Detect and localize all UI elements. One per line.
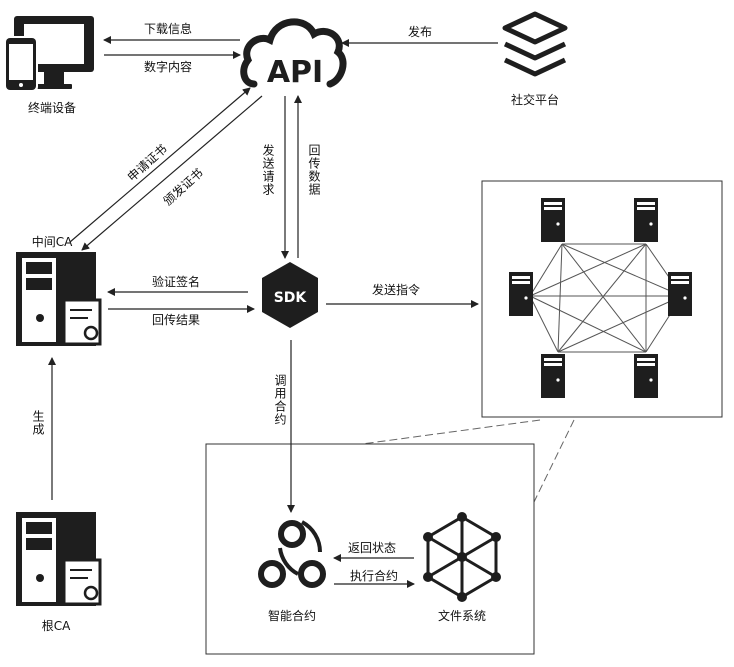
sdk-label: SDK: [274, 290, 308, 306]
dashed-connector-lines: [362, 420, 574, 502]
social-platform-label: 社交平台: [511, 92, 559, 107]
network-node-server-icon: [634, 354, 658, 398]
network-node-server-icon: [634, 198, 658, 242]
edge-label-publish: 发布: [408, 24, 432, 39]
file-system-icon: [423, 512, 501, 602]
smart-contract-icon: [261, 522, 323, 585]
edge-label-call-contract: 调用合约: [273, 374, 287, 426]
network-node-server-icon: [668, 272, 692, 316]
file-system-label: 文件系统: [438, 608, 486, 623]
edge-label-download-info: 下载信息: [144, 21, 192, 36]
social-platform-icon: [505, 14, 565, 74]
smart-contract-label: 智能合约: [268, 608, 316, 623]
api-label: API: [267, 55, 323, 90]
arrow-issue-cert: [82, 96, 262, 250]
edge-label-generate: 生成: [31, 410, 45, 436]
edge-label-digital-content: 数字内容: [144, 59, 192, 74]
edge-label-return-data: 回传数据: [307, 144, 321, 196]
edge-label-send-command: 发送指令: [372, 282, 420, 297]
terminal-device-icon: [4, 14, 96, 92]
root-ca-server-icon: [16, 512, 100, 606]
edge-label-return-status: 返回状态: [348, 541, 396, 555]
edge-label-verify-sign: 验证签名: [152, 274, 200, 289]
edge-label-execute-contract: 执行合约: [350, 568, 398, 583]
arrow-apply-cert: [70, 88, 250, 242]
network-node-server-icon: [509, 272, 533, 316]
network-node-server-icon: [541, 198, 565, 242]
network-node-server-icon: [541, 354, 565, 398]
intermediate-ca-label: 中间CA: [32, 234, 73, 249]
terminal-device-label: 终端设备: [28, 100, 76, 115]
edge-label-return-result: 回传结果: [152, 312, 200, 327]
edge-label-issue-cert: 颁发证书: [160, 165, 206, 208]
edge-label-send-request: 发送请求: [261, 143, 275, 196]
intermediate-ca-server-icon: [16, 252, 100, 346]
root-ca-label: 根CA: [42, 619, 71, 633]
